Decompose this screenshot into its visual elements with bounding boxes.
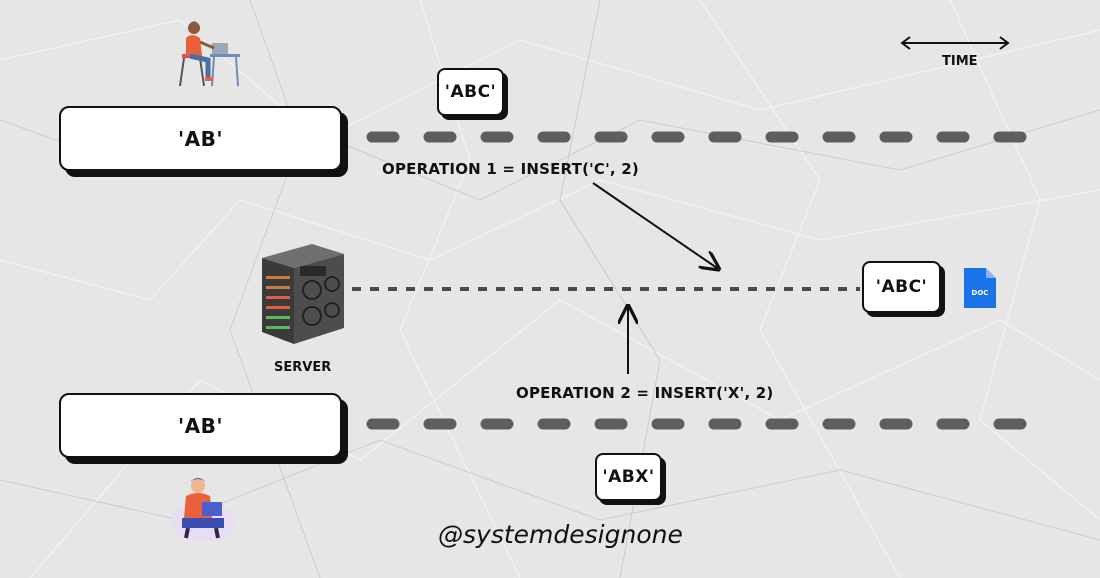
server-document: 'ABC' xyxy=(862,261,941,313)
watermark: @systemdesignone xyxy=(438,520,683,549)
operation-2-label: OPERATION 2 = INSERT('X', 2) xyxy=(516,384,774,402)
op1-arrow xyxy=(592,182,717,268)
user-top-pending: 'ABC' xyxy=(437,68,504,116)
server-label: SERVER xyxy=(274,360,332,375)
doc-file-icon: DOC xyxy=(964,268,996,308)
user-bottom-document: 'AB' xyxy=(59,393,342,458)
user-bottom-pending: 'ABX' xyxy=(595,453,662,501)
time-label: TIME xyxy=(942,54,978,69)
operation-1-label: OPERATION 1 = INSERT('C', 2) xyxy=(382,160,639,178)
server-icon xyxy=(262,244,344,344)
user-bottom-icon xyxy=(171,478,235,542)
time-arrow-icon xyxy=(900,36,1010,50)
user-top-document: 'AB' xyxy=(59,106,342,171)
doc-file-icon-text: DOC xyxy=(972,289,989,297)
user-top-icon xyxy=(179,21,240,87)
